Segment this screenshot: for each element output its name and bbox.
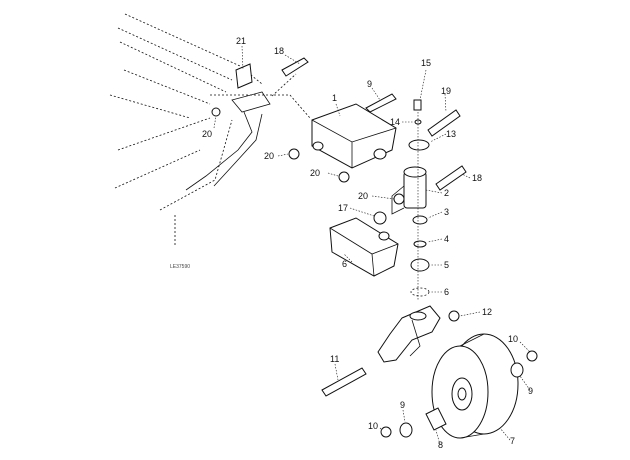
nut-15 — [413, 99, 422, 111]
callout-10: 10 — [508, 334, 518, 344]
bushing-3 — [412, 215, 428, 225]
callout-18: 18 — [472, 173, 482, 183]
mower-frame — [109, 13, 311, 245]
nut-20-d — [211, 107, 221, 117]
bolt-18-upper — [281, 57, 309, 77]
callout-3: 3 — [444, 207, 449, 217]
nut-20-b — [338, 171, 350, 183]
bolt-11 — [321, 367, 367, 397]
callout-6: 6 — [342, 259, 347, 269]
bearing-9-left — [399, 422, 413, 438]
bolt-9-upper — [365, 93, 397, 113]
callout-labels: 21 18 9 1 15 19 14 13 20 20 20 20 18 2 3… — [202, 36, 533, 450]
bolt-19 — [427, 109, 461, 137]
hardware-nuts — [211, 107, 538, 438]
bolt-18-side — [435, 165, 467, 191]
callout-2: 2 — [444, 188, 449, 198]
drawing-code: LE37590 — [170, 264, 190, 270]
leader-lines — [213, 45, 531, 446]
callout-8: 8 — [438, 440, 443, 450]
caster-pivot-stack — [391, 99, 430, 300]
bearing-9-right — [510, 362, 524, 378]
callout-7: 7 — [510, 436, 515, 446]
callout-9: 9 — [400, 400, 405, 410]
spacer-17 — [373, 211, 387, 225]
callout-20: 20 — [202, 129, 212, 139]
callout-15: 15 — [421, 58, 431, 68]
callout-20: 20 — [264, 151, 274, 161]
wheel-hardware — [399, 362, 524, 438]
upper-bracket — [311, 103, 397, 169]
nut-20-c — [393, 193, 405, 205]
callout-1: 1 — [332, 93, 337, 103]
callout-6: 6 — [444, 287, 449, 297]
lower-bracket — [329, 217, 399, 277]
caster-fork — [377, 305, 441, 363]
callout-20: 20 — [310, 168, 320, 178]
callout-11: 11 — [330, 354, 339, 364]
washer-4 — [413, 240, 427, 248]
callout-21: 21 — [236, 36, 246, 46]
bolts — [281, 57, 467, 397]
callout-12: 12 — [482, 307, 492, 317]
callout-9: 9 — [528, 386, 533, 396]
callout-20: 20 — [358, 191, 368, 201]
callout-10: 10 — [368, 421, 378, 431]
bushing-5 — [410, 258, 430, 272]
callout-14: 14 — [390, 117, 400, 127]
washer-13 — [408, 139, 430, 151]
callout-4: 4 — [444, 234, 449, 244]
callout-17: 17 — [338, 203, 348, 213]
callout-5: 5 — [444, 260, 449, 270]
nut-10-left — [380, 426, 392, 438]
callout-9: 9 — [367, 79, 372, 89]
callout-19: 19 — [441, 86, 451, 96]
nut-12 — [448, 310, 460, 322]
spacer-8 — [425, 407, 447, 431]
nut-10-right — [526, 350, 538, 362]
callout-13: 13 — [446, 129, 456, 139]
nut-20-a — [288, 148, 300, 160]
caster-wheel — [431, 333, 519, 439]
callout-18: 18 — [274, 46, 284, 56]
